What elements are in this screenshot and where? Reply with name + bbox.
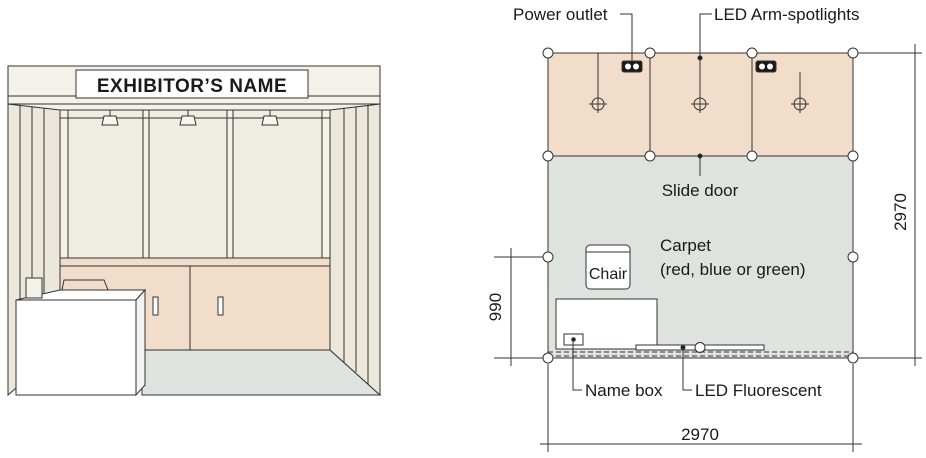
label-chair: Chair xyxy=(589,266,628,283)
spotlight xyxy=(179,110,197,126)
leader-power-outlet xyxy=(620,13,633,61)
power-outlet-symbol xyxy=(621,60,643,73)
dimension-counter-depth xyxy=(494,248,543,366)
fascia-board xyxy=(75,69,309,99)
spotlight-symbol xyxy=(589,53,607,113)
chair-symbol xyxy=(585,244,631,290)
booth-right-wall xyxy=(329,67,381,397)
post-markers xyxy=(542,47,859,364)
counter-name-plate xyxy=(25,277,43,299)
spotlight xyxy=(261,110,279,126)
dimension-width xyxy=(540,364,862,452)
reception-counter xyxy=(15,277,147,397)
spotlight-symbol xyxy=(691,95,709,113)
label-carpet: Carpet xyxy=(660,236,711,255)
leader-led-arm-spotlights xyxy=(699,13,712,58)
cabinet-handle xyxy=(152,296,159,316)
dimension-counter-depth-value: 990 xyxy=(486,293,505,321)
floor-plan xyxy=(494,13,922,452)
booth-perspective-view xyxy=(7,65,382,397)
spotlight-symbol xyxy=(791,72,809,113)
fascia-text: EXHIBITOR’S NAME xyxy=(97,76,287,97)
label-led-arm-spotlights: LED Arm-spotlights xyxy=(714,5,860,24)
spotlight xyxy=(101,110,119,126)
label-led-fluorescent: LED Fluorescent xyxy=(695,381,822,400)
cabinet-handle xyxy=(217,296,224,316)
dimension-depth xyxy=(858,44,922,366)
dimension-depth-value: 2970 xyxy=(891,193,910,231)
leader-led-fluorescent xyxy=(682,347,692,391)
label-slide-door: Slide door xyxy=(662,181,739,200)
dimension-width-value: 2970 xyxy=(681,425,719,444)
label-carpet-colors: (red, blue or green) xyxy=(660,260,806,279)
label-name-box: Name box xyxy=(585,381,663,400)
power-outlet-symbol xyxy=(755,60,777,73)
label-power-outlet: Power outlet xyxy=(513,5,608,24)
